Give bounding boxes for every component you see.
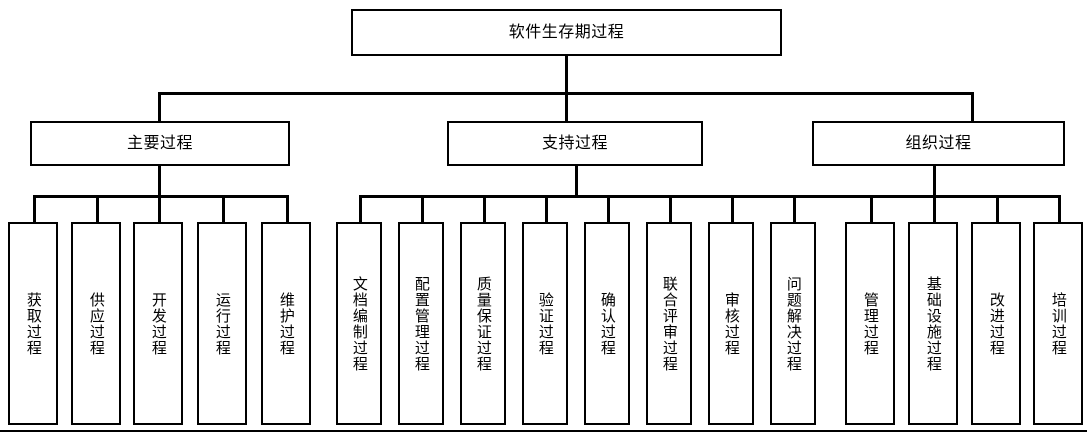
leaf-node-0-3[interactable]: 运行过程 <box>197 222 247 425</box>
leaf-node-1-7-label: 问题解决过程 <box>784 275 803 372</box>
group-0-leaf-drop-1 <box>96 195 99 223</box>
leaf-node-2-2-label: 改进过程 <box>987 291 1006 356</box>
leaf-node-1-1[interactable]: 配置管理过程 <box>398 222 444 425</box>
leaf-node-2-3-label: 培训过程 <box>1049 291 1068 356</box>
group-1-stem-connector <box>575 166 578 196</box>
leaf-node-1-6-label: 审核过程 <box>722 291 741 356</box>
group-2-stem-connector <box>933 166 936 196</box>
leaf-node-1-7[interactable]: 问题解决过程 <box>770 222 816 425</box>
leaf-node-0-2-label: 开发过程 <box>149 291 168 356</box>
leaf-node-1-0-label: 文档编制过程 <box>350 275 369 372</box>
group-2-bus-connector <box>870 195 1061 198</box>
group-drop-connector-0 <box>158 92 161 122</box>
leaf-node-1-3-label: 验证过程 <box>536 291 555 356</box>
leaf-node-0-1-label: 供应过程 <box>87 291 106 356</box>
group-node-1[interactable]: 支持过程 <box>447 121 703 166</box>
group-node-2-label: 组织过程 <box>905 133 972 153</box>
group-2-leaf-drop-1 <box>933 195 936 223</box>
leaf-node-2-3[interactable]: 培训过程 <box>1033 222 1083 425</box>
leaf-node-0-0-label: 获取过程 <box>24 291 43 356</box>
leaf-node-1-0[interactable]: 文档编制过程 <box>336 222 382 425</box>
bottom-divider <box>0 430 1087 432</box>
group-1-leaf-drop-2 <box>483 195 486 223</box>
group-0-leaf-drop-4 <box>286 195 289 223</box>
leaf-node-1-3[interactable]: 验证过程 <box>522 222 568 425</box>
group-1-leaf-drop-4 <box>607 195 610 223</box>
leaf-node-1-5[interactable]: 联合评审过程 <box>646 222 692 425</box>
group-drop-connector-1 <box>565 92 568 122</box>
leaf-node-2-1[interactable]: 基础设施过程 <box>908 222 958 425</box>
leaf-node-2-0[interactable]: 管理过程 <box>845 222 895 425</box>
leaf-node-0-1[interactable]: 供应过程 <box>71 222 121 425</box>
leaf-node-0-3-label: 运行过程 <box>213 291 232 356</box>
leaf-node-1-4[interactable]: 确认过程 <box>584 222 630 425</box>
leaf-node-0-4[interactable]: 维护过程 <box>261 222 311 425</box>
leaf-node-0-2[interactable]: 开发过程 <box>133 222 183 425</box>
leaf-node-1-6[interactable]: 审核过程 <box>708 222 754 425</box>
leaf-node-0-4-label: 维护过程 <box>277 291 296 356</box>
leaf-node-1-2-label: 质量保证过程 <box>474 275 493 372</box>
leaf-node-1-1-label: 配置管理过程 <box>412 275 431 372</box>
leaf-node-1-5-label: 联合评审过程 <box>660 275 679 372</box>
group-1-leaf-drop-7 <box>793 195 796 223</box>
group-node-2[interactable]: 组织过程 <box>812 121 1065 166</box>
group-0-leaf-drop-2 <box>158 195 161 223</box>
group-1-bus-connector <box>359 195 1001 198</box>
leaf-node-1-2[interactable]: 质量保证过程 <box>460 222 506 425</box>
group-0-leaf-drop-0 <box>33 195 36 223</box>
group-1-leaf-drop-1 <box>421 195 424 223</box>
group-1-leaf-drop-6 <box>731 195 734 223</box>
group-drop-connector-2 <box>971 92 974 122</box>
group-2-leaf-drop-3 <box>1058 195 1061 223</box>
group-2-leaf-drop-2 <box>996 195 999 223</box>
root-node[interactable]: 软件生存期过程 <box>351 9 782 56</box>
group-1-leaf-drop-0 <box>359 195 362 223</box>
group-1-leaf-drop-3 <box>545 195 548 223</box>
root-stem-connector <box>565 56 568 94</box>
group-0-leaf-drop-3 <box>222 195 225 223</box>
group-node-0-label: 主要过程 <box>126 133 193 153</box>
leaf-node-2-2[interactable]: 改进过程 <box>971 222 1021 425</box>
leaf-node-2-1-label: 基础设施过程 <box>924 275 943 372</box>
leaf-node-0-0[interactable]: 获取过程 <box>8 222 58 425</box>
group-0-stem-connector <box>158 166 161 196</box>
group-node-0[interactable]: 主要过程 <box>30 121 290 166</box>
root-node-label: 软件生存期过程 <box>508 22 625 42</box>
leaf-node-1-4-label: 确认过程 <box>598 291 617 356</box>
leaf-node-2-0-label: 管理过程 <box>861 291 880 356</box>
group-node-1-label: 支持过程 <box>541 133 608 153</box>
group-2-leaf-drop-0 <box>870 195 873 223</box>
group-1-leaf-drop-5 <box>669 195 672 223</box>
